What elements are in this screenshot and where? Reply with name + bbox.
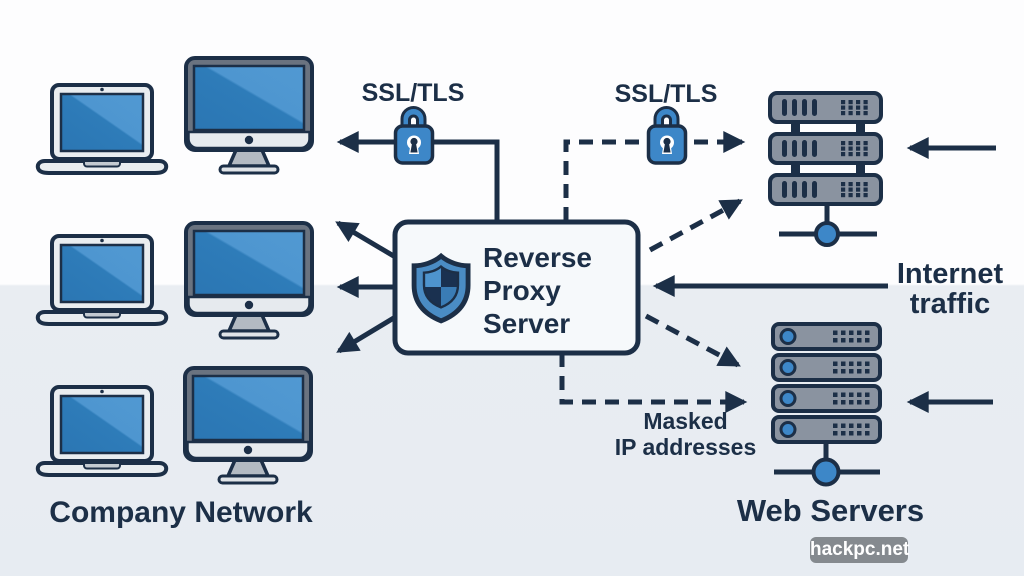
laptop-icon bbox=[35, 234, 169, 326]
padlock-icon bbox=[393, 105, 435, 165]
masked-ip-line2: IP addresses bbox=[614, 434, 757, 460]
server-unit-icon bbox=[768, 91, 883, 124]
server-unit-icon bbox=[771, 384, 882, 413]
arrow-proxy-to-client-row3 bbox=[336, 313, 399, 354]
watermark-badge: hackpc.net bbox=[810, 537, 909, 563]
internet-traffic-line2: traffic bbox=[909, 288, 991, 320]
dashed-arrow-masked-ip bbox=[559, 353, 748, 414]
proxy-label-line2: Proxy bbox=[483, 275, 561, 306]
server-rack-bottom bbox=[771, 322, 882, 487]
arrow-proxy-to-client-row2-monitor bbox=[335, 220, 399, 261]
proxy-label-line3: Server bbox=[483, 308, 571, 339]
desktop-monitor-icon bbox=[184, 56, 314, 175]
company-network-label: Company Network bbox=[49, 496, 313, 529]
padlock-icon bbox=[646, 105, 688, 165]
masked-ip-line1: Masked bbox=[643, 408, 728, 434]
proxy-label-line1: Reverse bbox=[483, 242, 592, 273]
dashed-arrow-proxy-to-top-rack bbox=[648, 198, 743, 253]
ssl-tls-label-left: SSL/TLS bbox=[361, 79, 465, 107]
server-unit-icon bbox=[771, 353, 882, 382]
proxy-box bbox=[392, 219, 641, 356]
server-rack-top bbox=[768, 91, 883, 247]
server-unit-icon bbox=[771, 322, 882, 351]
server-unit-icon bbox=[768, 173, 883, 206]
ssl-tls-label-right: SSL/TLS bbox=[614, 80, 718, 108]
internet-traffic-line1: Internet bbox=[896, 258, 1004, 290]
arrow-proxy-to-client-row1 bbox=[336, 130, 500, 223]
network-node-icon bbox=[779, 206, 877, 247]
dashed-arrow-proxy-to-bottom-rack bbox=[644, 313, 741, 368]
server-unit-icon bbox=[768, 132, 883, 165]
connection-arrows bbox=[335, 130, 996, 414]
web-servers-label: Web Servers bbox=[736, 493, 925, 528]
shield-icon bbox=[405, 250, 477, 329]
laptop-icon bbox=[35, 83, 169, 175]
desktop-monitor-icon bbox=[183, 366, 313, 485]
internet-traffic-label: Internet traffic bbox=[875, 259, 1024, 319]
masked-ip-label: Masked IP addresses bbox=[598, 408, 773, 460]
network-node-icon bbox=[774, 444, 880, 487]
company-network-devices bbox=[35, 56, 314, 485]
desktop-monitor-icon bbox=[184, 221, 314, 340]
proxy-box-label: Reverse Proxy Server bbox=[483, 241, 653, 340]
laptop-icon bbox=[35, 385, 169, 477]
server-unit-icon bbox=[771, 415, 882, 444]
